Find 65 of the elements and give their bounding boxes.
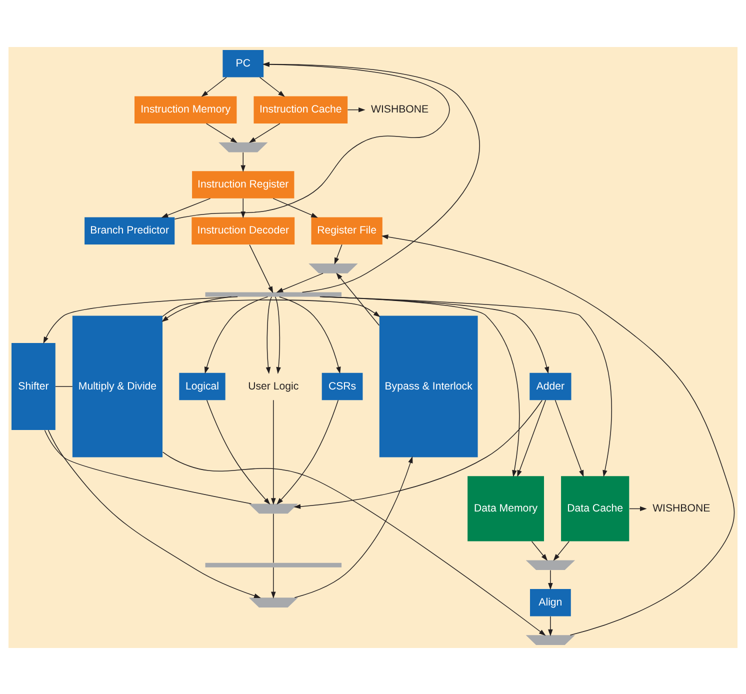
node-box: PC [222,50,264,77]
arrow [161,198,211,218]
arrow [201,76,227,96]
node-box: Instruction Memory [134,96,237,123]
arrow [162,299,380,317]
node-box: Data Memory [468,476,544,541]
arrow [48,429,261,598]
arrow [554,399,584,477]
node-trapezoid [248,503,298,514]
arrow [274,296,281,374]
node-trapezoid [526,634,576,644]
node-text: User Logic [248,380,299,392]
arrow [271,566,276,598]
arrow [272,198,318,218]
arrow [162,451,546,636]
node-box: Data Cache [561,476,630,541]
arrow [294,399,542,508]
arrow [249,244,274,293]
connector [273,512,274,563]
node-box: Register File [311,216,382,244]
node-box: Multiply & Divide [72,315,163,457]
node-bar [205,292,342,296]
arrow [279,296,341,374]
arrow [334,244,342,264]
arrow [206,399,270,504]
node-box: Logical [179,372,226,400]
node-box: Align [530,588,571,616]
node-box: Instruction Register [192,170,294,198]
arrow [206,122,238,142]
arrow [240,152,246,172]
node-box: Shifter [12,342,56,430]
node-trapezoid [218,142,268,152]
arrow [294,456,413,598]
node-text: WISHBONE [652,502,710,514]
node-trapezoid [248,597,298,607]
arrow [276,272,324,292]
node-box: Bypass & Interlock [379,315,478,457]
arrow [336,272,380,326]
arrow [629,506,647,511]
node-box: CSRs [322,372,363,400]
arrow [248,122,280,142]
arrow [276,399,339,504]
connector [44,429,252,504]
node-trapezoid [526,560,576,570]
node-text: WISHBONE [371,103,429,116]
arrow [548,569,553,590]
arrow [271,399,276,504]
node-bar [205,562,342,567]
arrow [347,106,366,112]
arrow [240,198,246,218]
node-box: Instruction Decoder [192,216,295,244]
arrow [259,76,285,96]
node-trapezoid [308,262,358,273]
arrow [517,399,546,477]
node-box: Adder [530,372,572,400]
arrow [43,296,238,344]
arrow [266,296,272,374]
node-box: Instruction Cache [254,96,348,123]
arrow [381,234,735,635]
arrow [531,540,548,560]
arrow [553,540,570,560]
node-box: Branch Predictor [84,216,175,244]
arrow [548,615,553,636]
arrow [162,296,232,322]
arrow [204,296,268,374]
